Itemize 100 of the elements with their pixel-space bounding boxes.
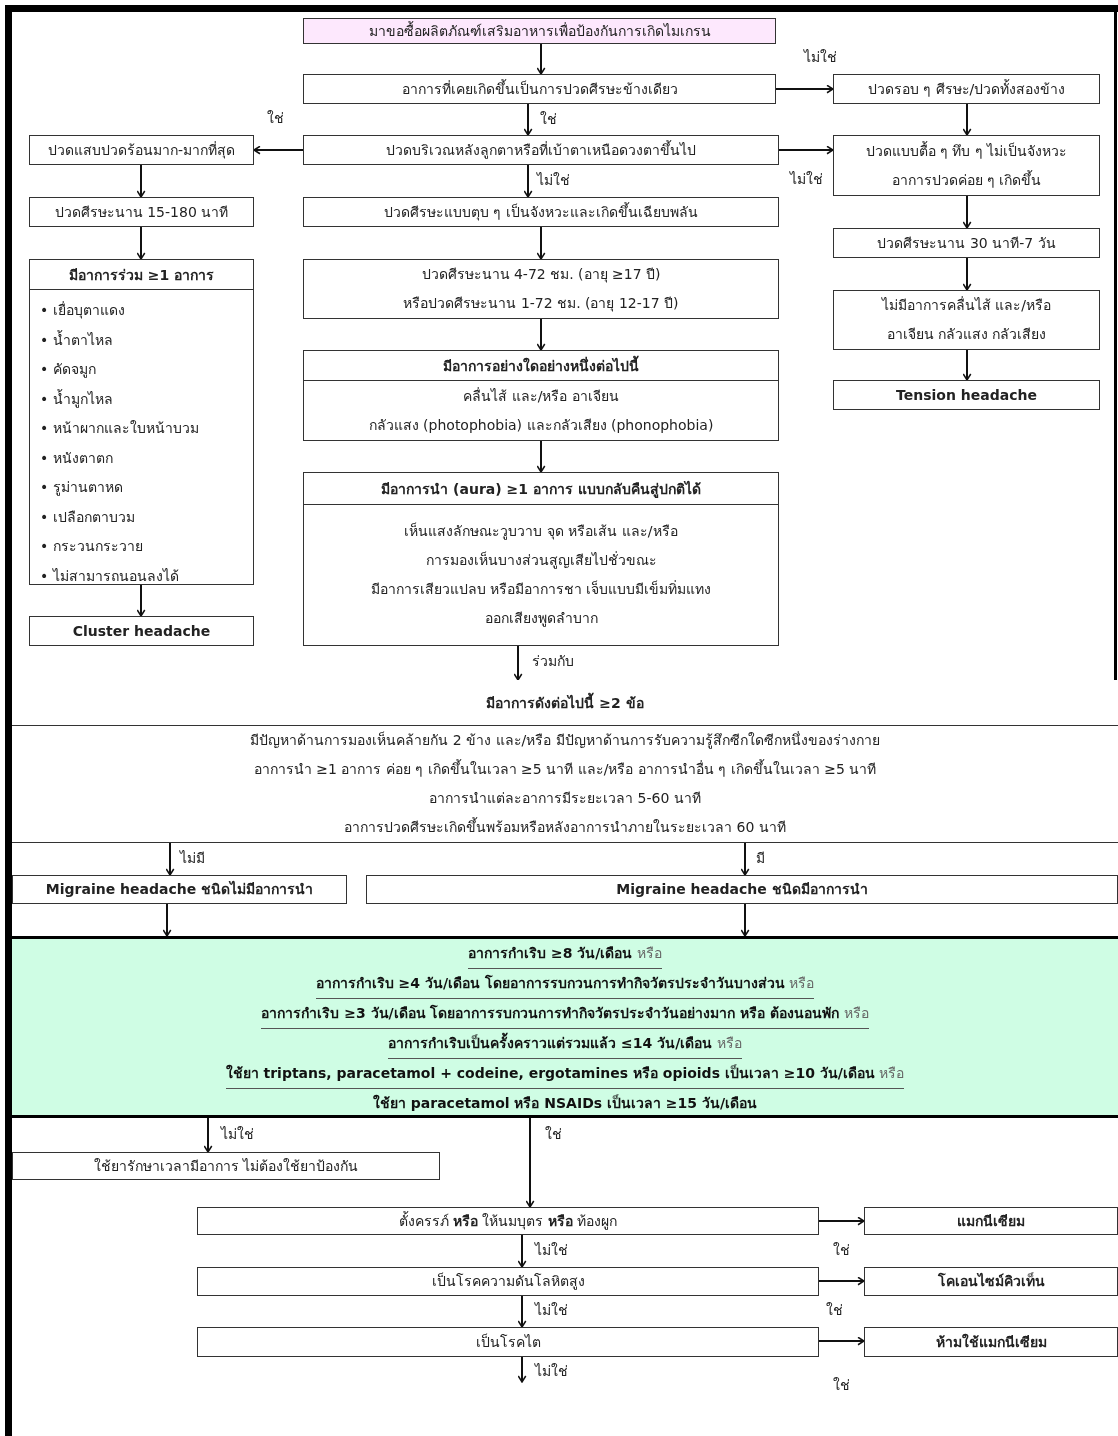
box-text: ปวดรอบ ๆ ศีรษะ/ปวดทั้งสองข้าง [867,78,1066,99]
box-text: อาการปวดศีรษะเกิดขึ้นพร้อมหรือหลังอาการนำภายในระยะเวลา 60 นาที [344,816,786,837]
process-box [833,135,1100,196]
box-text: อาการที่เคยเกิดขึ้นเป็นการปวดศีรษะข้างเดียว [401,78,678,99]
arrow [536,440,546,473]
box-text: ตั้งครรภ์ หรือ ให้นมบุตร หรือ ท้องผูก [398,1210,618,1232]
box-heading: มีอาการนำ (aura) ≥1 อาการ แบบกลับคืนสู่ปกติได้ [304,473,778,505]
arrow [523,103,533,136]
box-text: แมกนีเซียม [957,1211,1025,1231]
arrow [778,145,834,155]
box-text: ไม่มีอาการคลื่นไส้ และ/หรือ [881,295,1052,315]
outcome-box [833,380,1100,410]
process-box [833,290,1100,350]
start-box [303,18,776,44]
arrow [962,195,972,229]
criteria-box [303,472,779,646]
arrow [818,1276,865,1286]
bullet-item: • น้ำมูกไหล [40,388,114,410]
box-text: อาการปวดค่อย ๆ เกิดขึ้น [891,169,1042,190]
criteria-row: อาการกำเริบ ≥8 วัน/เดือน หรือ [468,939,662,969]
process-box [197,1267,819,1296]
box-text: ปวดศีรษะนาน 30 นาที-7 วัน [877,233,1056,253]
process-box [12,1152,440,1180]
arrow [517,1234,527,1268]
outcome-box [864,1267,1118,1296]
criteria-row: อาการกำเริบ ≥3 วัน/เดือน โดยอาการรบกวนการทำกิจวัตรประจำวันอย่างมาก หรือ ต้องนอนพัก หรือ [261,999,869,1029]
arrow [517,1356,527,1383]
arrow [962,103,972,136]
box-text: คลื่นไส้ และ/หรือ อาเจียน [463,386,619,406]
bullet-item: • คัดจมูก [40,360,97,380]
process-box [303,259,779,319]
box-text: มาขอซื้อผลิตภัณฑ์เสริมอาหารเพื่อป้องกันการเกิดไมเกรน [368,20,711,41]
arrow [818,1216,865,1226]
box-text: ปวดแสบปวดร้อนมาก-มากที่สุด [47,140,236,161]
box-text: มีปัญหาด้านการมองเห็นคล้ายกัน 2 ข้าง และ/หรือ มีปัญหาด้านการรับความรู้สึกซีกใดซีกหนึ่งของร่างกาย [250,730,880,751]
symptom-box [29,259,254,585]
arrow [162,903,172,937]
box-text: Tension headache [896,385,1037,405]
box-text: เห็นแสงลักษณะวูบวาบ จุด หรือเส้น และ/หรือ [404,521,678,542]
box-text: ปวดบริเวณหลังลูกตาหรือที่เบ้าตาเหนือดวงตาขึ้นไป [386,139,696,161]
criteria-panel [12,936,1118,1118]
box-text: Migraine headache ชนิดไม่มีอาการนำ [45,880,314,899]
arrow [818,1336,865,1346]
bullet-item: • หน้าผากและใบหน้าบวม [40,419,200,438]
process-box [197,1207,819,1235]
process-box [29,135,254,165]
arrow [253,145,304,155]
arrow [513,645,523,681]
box-text: หรือปวดศีรษะนาน 1-72 ชม. (อายุ 12-17 ปี) [403,294,679,314]
arrow [136,584,146,617]
bullet-item: • ไม่สามารถนอนลงได้ [40,566,180,586]
box-heading: มีอาการร่วม ≥1 อาการ [30,260,253,290]
process-box [29,197,254,227]
box-text: ปวดศีรษะนาน 4-72 ชม. (อายุ ≥17 ปี) [421,265,661,285]
process-box [833,74,1100,104]
criteria-row-text: ใช้ยา paracetamol หรือ NSAIDs เป็นเวลา ≥15 วัน/เดือน [372,1093,758,1113]
criteria-row: ใช้ยา triptans, paracetamol + codeine, ergotamines หรือ opioids เป็นเวลา ≥10 วัน/เดือน หรือ [225,1059,905,1089]
arrow [136,226,146,260]
outcome-box [864,1207,1118,1235]
outcome-box [864,1327,1118,1357]
box-heading: มีอาการอย่างใดอย่างหนึ่งต่อไปนี้ [304,351,778,381]
box-text: ปวดศีรษะแบบตุบ ๆ เป็นจังหวะและเกิดขึ้นเฉียบพลัน [384,201,698,223]
criteria-box [12,680,1118,843]
bullet-item: • กระวนกระวาย [40,537,144,556]
arrow [962,257,972,291]
process-box [833,228,1100,258]
arrow [165,842,175,876]
criteria-row: อาการกำเริบ ≥4 วัน/เดือน โดยอาการรบกวนการทำกิจวัตรประจำวันบางส่วน หรือ [315,969,815,999]
bullet-item: • เยื่อบุตาแดง [40,300,126,321]
box-text: ห้ามใช้แมกนีเซียม [935,1332,1047,1352]
box-heading: มีอาการดังต่อไปนี้ ≥2 ข้อ [12,680,1118,726]
process-box [303,135,779,165]
outcome-box [29,616,254,646]
bullet-item: • เปลือกตาบวม [40,507,136,527]
process-box [197,1327,819,1357]
box-text: ออกเสียงพูดลำบาก [484,609,598,629]
box-text: Migraine headache ชนิดมีอาการนำ [616,880,868,899]
box-text: เป็นโรคไต [475,1332,541,1352]
arrow [136,164,146,198]
outcome-box [12,875,347,904]
arrow [536,318,546,351]
arrow [525,1117,535,1208]
box-text: เป็นโรคความดันโลหิตสูง [431,1271,585,1292]
box-text: Cluster headache [72,621,211,641]
box-text: อาการนำแต่ละอาการมีระยะเวลา 5-60 นาที [429,789,701,808]
arrow [962,349,972,381]
arrow [517,1295,527,1328]
box-text: ปวดศีรษะนาน 15-180 นาที [54,202,229,222]
arrow [740,842,750,876]
bullet-item: • น้ำตาไหล [40,329,114,350]
arrow [203,1117,213,1153]
box-text: อาการนำ ≥1 อาการ ค่อย ๆ เกิดขึ้นในเวลา ≥5 นาที และ/หรือ อาการนำอื่น ๆ เกิดขึ้นในเวลา ≥5 นาที [253,758,877,779]
box-text: ปวดแบบตื้อ ๆ ทึบ ๆ ไม่เป็นจังหวะ [865,140,1068,161]
box-text: อาเจียน กลัวแสง กลัวเสียง [886,325,1047,344]
bullet-item: • หนังตาตก [40,448,114,468]
arrow [523,164,533,198]
box-text: โคเอนไซม์คิวเท็น [937,1271,1045,1291]
arrow [775,84,834,94]
box-text: มีอาการเสียวแปลบ หรือมีอาการชา เจ็บแบบมีเข็มทิ่มแทง [370,579,712,599]
bullet-item: • รูม่านตาหด [40,478,124,498]
